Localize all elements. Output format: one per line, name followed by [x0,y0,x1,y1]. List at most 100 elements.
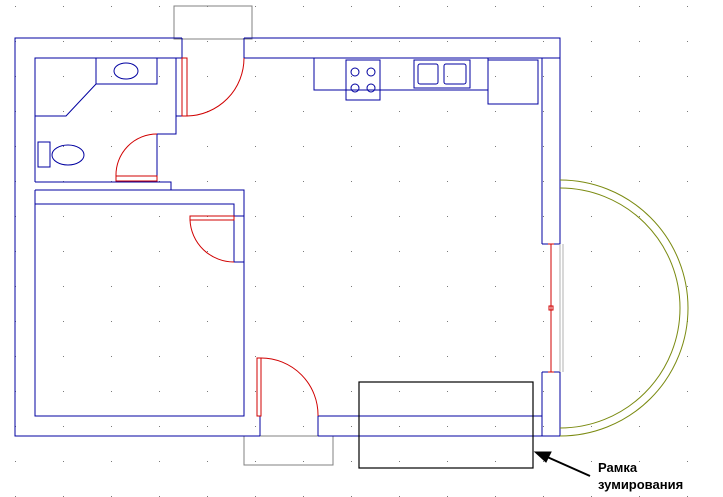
grid-dot [543,356,544,357]
grid-dot [255,426,256,427]
grid-dot [447,181,448,182]
grid-dot [591,321,592,322]
grid-dot [351,426,352,427]
bottom-step [243,435,334,466]
grid-dot [639,426,640,427]
grid-dot [111,76,112,77]
grid-dot [639,76,640,77]
grid-dot [351,76,352,77]
grid-dot [687,76,688,77]
grid-dot [687,391,688,392]
grid-dot [207,76,208,77]
grid-dot [159,461,160,462]
grid-dot [639,6,640,7]
grid-dot [447,321,448,322]
grid-dot [303,146,304,147]
bathroom-fixtures [34,57,158,168]
grid-dot [351,6,352,7]
grid-dot [303,356,304,357]
grid-dot [591,111,592,112]
grid-dot [591,41,592,42]
grid-dot [255,461,256,462]
back-door-leaf [256,357,262,417]
grid-dot [351,391,352,392]
grid-dot [111,41,112,42]
grid-dot [303,181,304,182]
grid-dot [207,461,208,462]
grid-dot [255,216,256,217]
stove [345,59,381,101]
grid-dot [399,76,400,77]
grid-dot [687,286,688,287]
grid-dot [495,216,496,217]
grid-dot [543,321,544,322]
grid-dot [591,286,592,287]
grid-dot [303,251,304,252]
grid-dot [63,76,64,77]
grid-dot [399,251,400,252]
grid-dot [207,146,208,147]
burner-3 [350,83,360,93]
grid-dot [447,146,448,147]
grid-dot [255,41,256,42]
burner-2 [366,67,376,77]
grid-dot [591,146,592,147]
grid-dot [399,111,400,112]
grid-dot [111,391,112,392]
grid-dot [687,356,688,357]
grid-dot [543,146,544,147]
grid-dot [63,41,64,42]
grid-dot [159,216,160,217]
grid-dot [639,181,640,182]
grid-dot [207,181,208,182]
grid-dot [207,321,208,322]
grid-dot [495,251,496,252]
grid-dot [399,146,400,147]
bathroom-door-leaf [115,175,158,182]
grid-dot [303,216,304,217]
grid-dot [63,251,64,252]
grid-dot [543,461,544,462]
grid-dot [639,321,640,322]
grid-dot [111,146,112,147]
grid-dot [543,6,544,7]
grid-dot [159,41,160,42]
grid-dot [159,76,160,77]
grid-dot [687,181,688,182]
grid-dot [543,181,544,182]
grid-dot [303,286,304,287]
grid-dot [63,111,64,112]
grid-dot [543,391,544,392]
grid-dot [543,286,544,287]
grid-dot [159,111,160,112]
grid-dot [63,321,64,322]
grid-dot [399,461,400,462]
grid-dot [591,216,592,217]
grid-dot [351,111,352,112]
grid-dot [687,426,688,427]
grid-dot [303,6,304,7]
kitchen-fixtures [313,57,539,105]
grid-dot [399,426,400,427]
grid-dot [63,216,64,217]
grid-dot [63,426,64,427]
grid-dot [63,356,64,357]
grid-dot [255,321,256,322]
grid-dot [63,146,64,147]
grid-dot [303,321,304,322]
grid-dot [687,6,688,7]
burner-1 [350,67,360,77]
grid-dot [687,251,688,252]
kitchen-counter [313,57,489,91]
grid-dot [447,461,448,462]
grid-dot [495,426,496,427]
zoom-frame[interactable] [358,381,534,469]
bathroom-door-swing [115,133,158,177]
grid-dot [495,461,496,462]
grid-dot [303,391,304,392]
grid-dot [159,391,160,392]
grid-dot [447,6,448,7]
grid-dot [639,111,640,112]
